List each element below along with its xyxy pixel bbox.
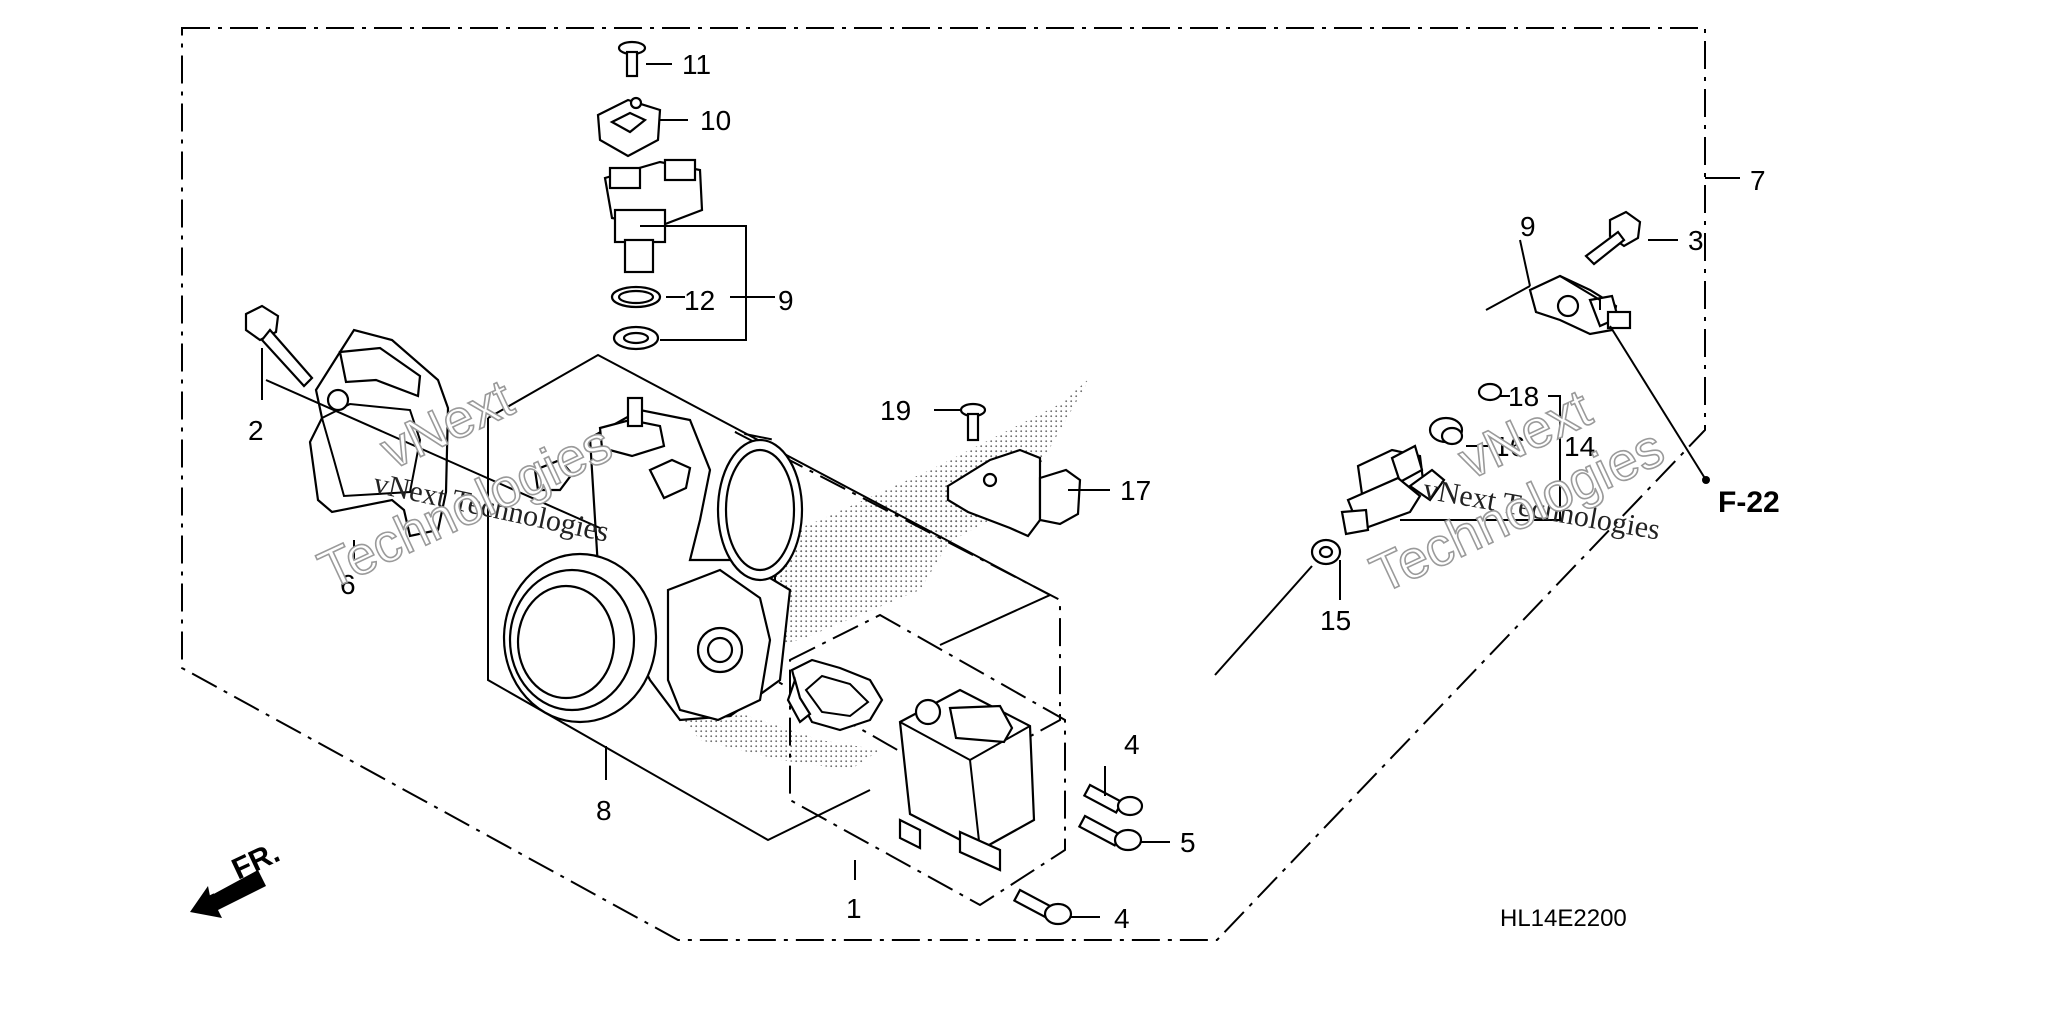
callout-11: 10 — [700, 105, 731, 136]
assembly-frame — [181, 27, 1706, 941]
bolt-5 — [1077, 814, 1143, 852]
diagram-code: HL14E2200 — [1500, 905, 1627, 932]
callout-labels: 11 10 12 9 2 6 8 1 4 5 4 19 17 7 9 3 18 … — [248, 49, 1766, 934]
bolt-3 — [1584, 210, 1642, 266]
callout-16: 16 — [1494, 431, 1525, 462]
callout-13: 12 — [684, 285, 715, 316]
front-direction-arrow — [190, 870, 266, 918]
callout-18: 18 — [1508, 381, 1539, 412]
connector-17 — [946, 448, 1082, 538]
callout-14: 14 — [1564, 431, 1595, 462]
throttle-body-8 — [502, 396, 804, 724]
sensor-10 — [603, 158, 704, 274]
control-unit-1 — [898, 688, 1036, 872]
callout-3: 3 — [1688, 225, 1704, 256]
cover-6 — [308, 328, 450, 538]
callout-1: 1 — [846, 893, 862, 924]
callout-2: 2 — [248, 415, 264, 446]
injector-14 — [1340, 444, 1446, 536]
callout-5: 5 — [1180, 827, 1196, 858]
leader-lines — [261, 63, 1740, 918]
callout-15: 15 — [1320, 605, 1351, 636]
sensor-9 — [1528, 274, 1632, 336]
callout-9: 9 — [1520, 211, 1536, 242]
control-unit-outline — [789, 613, 1066, 907]
callout-4-lower: 4 — [1114, 903, 1130, 934]
plate-11 — [596, 96, 662, 158]
bolt-2 — [244, 304, 314, 388]
screw-12 — [617, 40, 647, 78]
callout-8: 8 — [596, 795, 612, 826]
callout-6: 6 — [340, 569, 356, 600]
screw-19 — [959, 402, 987, 442]
gasket-1 — [790, 658, 884, 732]
callout-19: 19 — [880, 395, 911, 426]
direction-label: FR. — [227, 836, 285, 886]
callout-12: 11 — [682, 49, 711, 80]
reference-label: F-22 — [1718, 486, 1780, 519]
callout-7: 7 — [1750, 165, 1766, 196]
callout-10: 9 — [778, 285, 794, 316]
bolt-4-lower — [1012, 888, 1073, 926]
bolt-4-upper — [1082, 783, 1144, 817]
callout-4-upper: 4 — [1124, 729, 1140, 760]
o-ring-18 — [1477, 382, 1503, 402]
callout-17: 17 — [1120, 475, 1151, 506]
